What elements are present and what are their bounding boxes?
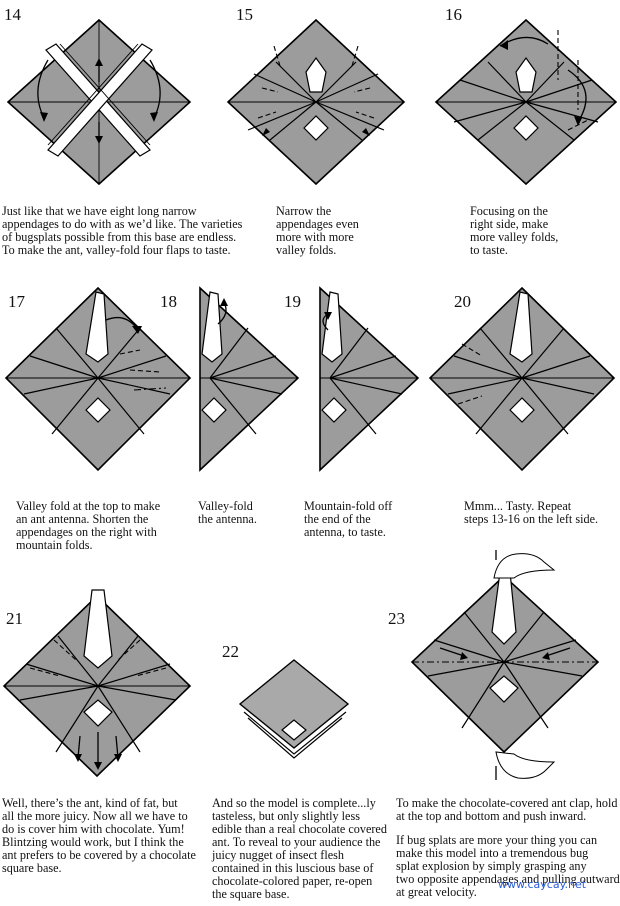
step-23-number: 23 [388, 609, 405, 628]
step-15-number: 15 [236, 5, 253, 24]
step-20-number: 20 [454, 292, 471, 311]
step-14-diagram [6, 18, 192, 186]
step-16-number: 16 [445, 5, 462, 24]
step-19-caption: Mountain-fold off the end of the antenna… [304, 499, 393, 539]
step-23-diagram [410, 550, 600, 780]
step-16-caption: Focusing on the right side, make more va… [470, 204, 559, 257]
step-14-caption: Just like that we have eight long narrow… [2, 204, 243, 257]
step-17-caption: Valley fold at the top to make an ant an… [16, 499, 161, 552]
step-15-diagram [226, 18, 406, 186]
step-16-diagram [434, 18, 618, 186]
step-14-number: 14 [4, 5, 21, 24]
step-18-diagram [199, 286, 300, 472]
step-19-number: 19 [284, 292, 301, 311]
step-18-caption: Valley-fold the antenna. [198, 499, 257, 526]
step-22-number: 22 [222, 642, 239, 661]
step-23-caption: To make the chocolate-covered ant clap, … [396, 796, 618, 823]
step-15-caption: Narrow the appendages even more with mor… [276, 204, 359, 257]
step-22-diagram [238, 659, 350, 759]
step-19-diagram [319, 286, 420, 472]
step-23-caption-2: If bug splats are more your thing you ca… [396, 833, 620, 899]
step-21-number: 21 [6, 609, 23, 628]
watermark: www.caycay.net [498, 878, 587, 891]
step-17-number: 17 [8, 292, 25, 311]
step-20-diagram [428, 286, 616, 472]
step-21-caption: Well, there’s the ant, kind of fat, but … [2, 796, 196, 875]
step-18-number: 18 [160, 292, 177, 311]
step-17-diagram [4, 286, 192, 472]
step-22-caption: And so the model is complete...ly tastel… [212, 796, 387, 901]
step-20-caption: Mmm... Tasty. Repeat steps 13-16 on the … [464, 499, 599, 526]
step-21-diagram [2, 589, 192, 778]
